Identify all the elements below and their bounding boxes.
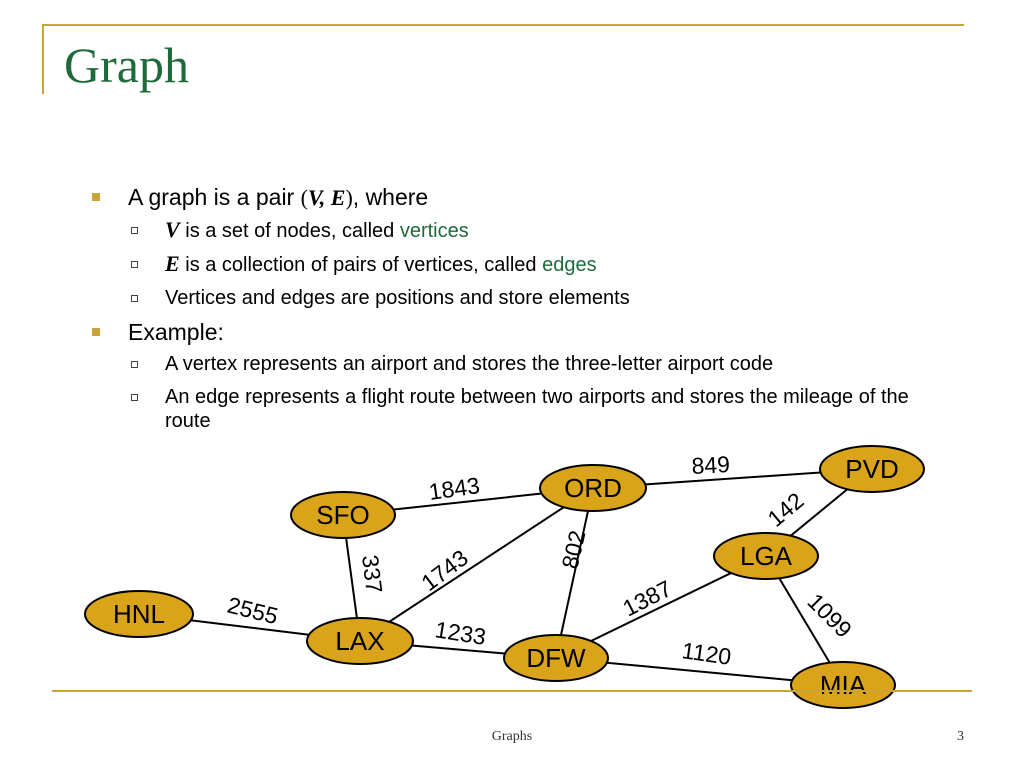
page-number: 3 — [957, 729, 964, 744]
footer-title: Graphs — [491, 729, 533, 744]
node-mia: MIA — [790, 661, 896, 709]
node-pvd: PVD — [819, 445, 925, 493]
weight-ord-dfw: 802 — [557, 528, 591, 571]
node-dfw: DFW — [503, 634, 609, 682]
node-shape — [84, 590, 194, 638]
subbullet-positions: Vertices and edges are positions and sto… — [86, 286, 966, 310]
math-e: E — [330, 185, 346, 210]
hollow-square-bullet-icon — [131, 261, 138, 268]
weight-sfo-lax: 337 — [357, 553, 387, 594]
node-shape — [819, 445, 925, 493]
weight-lga-mia: 1099 — [802, 588, 857, 643]
node-shape — [539, 464, 647, 512]
square-bullet-icon — [92, 193, 100, 201]
node-shape — [503, 634, 609, 682]
slide-title: Graph — [64, 37, 189, 93]
hollow-square-bullet-icon — [131, 361, 138, 368]
node-label: LAX — [335, 626, 384, 656]
node-label: HNL — [113, 599, 165, 629]
square-bullet-icon — [92, 328, 100, 336]
node-label: PVD — [845, 454, 898, 484]
weight-lax-dfw: 1233 — [433, 616, 488, 650]
edge-lax-ord — [359, 487, 594, 642]
node-label: ORD — [564, 473, 622, 503]
subbullet-vertices: V is a set of nodes, called vertices — [86, 218, 966, 243]
edge-ord-dfw — [555, 487, 594, 659]
subbullet-vertex-airport: A vertex represents an airport and store… — [86, 352, 966, 376]
node-shape — [306, 617, 414, 665]
weight-lax-ord: 1743 — [416, 544, 473, 596]
hollow-square-bullet-icon — [131, 394, 138, 401]
footer-rule — [52, 690, 972, 692]
node-label: MIA — [820, 670, 867, 700]
node-shape — [790, 661, 896, 709]
subbullet-edge-route: An edge represents a flight route betwee… — [86, 385, 966, 433]
weight-ord-pvd: 849 — [691, 451, 731, 479]
frame-vertical-rule — [42, 24, 44, 94]
node-label: LGA — [740, 541, 793, 571]
node-shape — [713, 532, 819, 580]
bullet-example: Example: — [86, 318, 966, 346]
node-label: DFW — [526, 643, 586, 673]
hollow-square-bullet-icon — [131, 295, 138, 302]
weight-hnl-lax: 2555 — [225, 592, 281, 630]
bullet-graph-definition: A graph is a pair (V, E), where — [86, 183, 966, 212]
subbullet-edges: E is a collection of pairs of vertices, … — [86, 252, 966, 277]
weight-pvd-lga: 142 — [763, 487, 809, 532]
bullet-list: A graph is a pair (V, E), where V is a s… — [86, 183, 966, 442]
weight-dfw-mia: 1120 — [680, 637, 733, 670]
node-sfo: SFO — [290, 491, 396, 539]
node-shape — [290, 491, 396, 539]
node-lax: LAX — [306, 617, 414, 665]
math-v: V — [307, 185, 320, 210]
term-edges: edges — [542, 254, 597, 276]
node-label: SFO — [316, 500, 369, 530]
node-lga: LGA — [713, 532, 819, 580]
node-hnl: HNL — [84, 590, 194, 638]
hollow-square-bullet-icon — [131, 227, 138, 234]
frame-top-rule — [42, 24, 964, 26]
node-ord: ORD — [539, 464, 647, 512]
term-vertices: vertices — [399, 220, 469, 242]
